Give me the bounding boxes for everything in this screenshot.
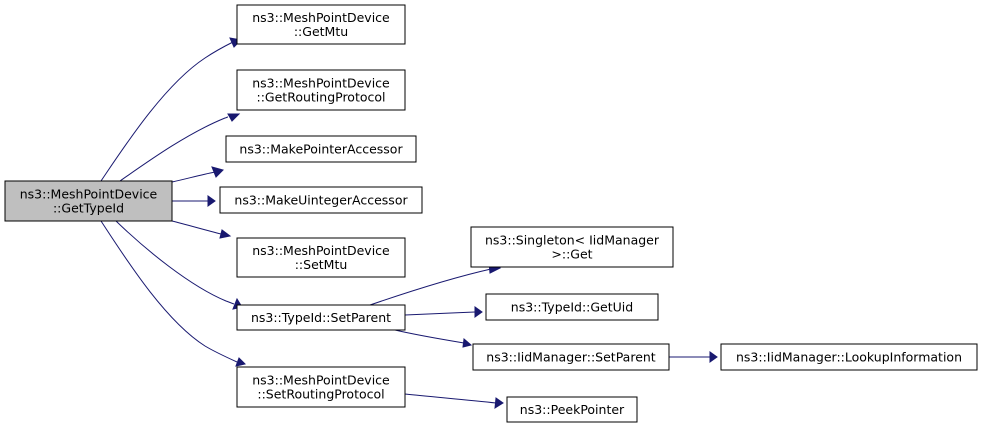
node-label: ns3::TypeId::SetParent bbox=[251, 310, 391, 325]
arrowhead-icon bbox=[462, 338, 473, 348]
arrowhead-icon bbox=[211, 166, 224, 178]
node-box bbox=[225, 135, 417, 163]
edge-root-to-getmtu bbox=[100, 37, 243, 182]
edge-root-to-makeuint bbox=[172, 195, 216, 207]
edge-line bbox=[171, 220, 222, 235]
node-label: ns3::MeshPointDevice bbox=[252, 10, 390, 25]
node-label: ns3::MakeUintegerAccessor bbox=[234, 193, 408, 208]
node-label: ::SetMtu bbox=[295, 257, 348, 272]
node-box bbox=[236, 4, 406, 45]
node-box bbox=[236, 366, 406, 408]
node-box bbox=[219, 186, 423, 214]
edge-line bbox=[404, 393, 497, 404]
node-setmtu[interactable]: ns3::MeshPointDevice::SetMtu bbox=[236, 237, 406, 278]
edge-root-to-setrouting bbox=[100, 220, 246, 367]
arrowhead-icon bbox=[494, 397, 504, 409]
node-makeuint[interactable]: ns3::MakeUintegerAccessor bbox=[219, 186, 423, 214]
node-label: ::SetRoutingProtocol bbox=[257, 387, 384, 402]
node-box bbox=[720, 343, 978, 371]
node-lookup[interactable]: ns3::IidManager::LookupInformation bbox=[720, 343, 978, 371]
node-makeptr[interactable]: ns3::MakePointerAccessor bbox=[225, 135, 417, 163]
edges-layer bbox=[100, 37, 718, 409]
node-label: ::GetRoutingProtocol bbox=[257, 90, 386, 105]
node-label: >::Get bbox=[551, 247, 592, 262]
edge-root-to-getrouting bbox=[119, 113, 241, 182]
node-label: ns3::IidManager::SetParent bbox=[486, 350, 656, 365]
edge-line bbox=[100, 41, 234, 182]
arrowhead-icon bbox=[207, 195, 216, 207]
arrowhead-icon bbox=[474, 306, 483, 318]
arrowhead-icon bbox=[227, 113, 241, 122]
node-box bbox=[236, 69, 406, 111]
node-setrouting[interactable]: ns3::MeshPointDevice::SetRoutingProtocol bbox=[236, 366, 406, 408]
edge-line bbox=[119, 116, 229, 182]
node-singleton[interactable]: ns3::Singleton< IidManager >::Get bbox=[470, 226, 674, 268]
node-label: ns3::Singleton< IidManager bbox=[485, 233, 660, 248]
edge-line bbox=[394, 329, 465, 344]
node-box bbox=[485, 293, 659, 321]
node-label: ns3::MeshPointDevice bbox=[252, 243, 390, 258]
node-box bbox=[236, 237, 406, 278]
edge-line bbox=[100, 220, 238, 363]
edge-setparent-to-getuid bbox=[404, 306, 483, 318]
node-getrouting[interactable]: ns3::MeshPointDevice::GetRoutingProtocol bbox=[236, 69, 406, 111]
node-label: ns3::IidManager::LookupInformation bbox=[736, 350, 962, 365]
node-label: ns3::PeekPointer bbox=[520, 402, 625, 417]
node-box bbox=[236, 304, 406, 331]
edge-root-to-makeptr bbox=[171, 166, 224, 183]
node-box bbox=[506, 396, 638, 423]
arrowhead-icon bbox=[235, 357, 246, 367]
edge-iidsetparent-to-lookup bbox=[669, 351, 718, 363]
edge-line bbox=[115, 220, 235, 305]
node-label: ::GetMtu bbox=[294, 24, 348, 39]
node-label: ::GetTypeId bbox=[53, 201, 124, 216]
node-label: ns3::MakePointerAccessor bbox=[239, 142, 403, 157]
node-label: ns3::MeshPointDevice bbox=[252, 76, 390, 91]
edge-line bbox=[404, 311, 476, 316]
edge-setparent-to-iidsetparent bbox=[394, 329, 473, 348]
arrowhead-icon bbox=[219, 229, 232, 239]
node-box bbox=[472, 343, 670, 371]
node-label: ns3::MeshPointDevice bbox=[252, 373, 390, 388]
node-peek[interactable]: ns3::PeekPointer bbox=[506, 396, 638, 423]
node-setparent[interactable]: ns3::TypeId::SetParent bbox=[236, 304, 406, 331]
node-label: ns3::TypeId::GetUid bbox=[511, 300, 633, 315]
edge-root-to-setmtu bbox=[171, 220, 232, 239]
node-box bbox=[4, 180, 173, 222]
node-root: ns3::MeshPointDevice::GetTypeId bbox=[4, 180, 173, 222]
node-box bbox=[470, 226, 674, 268]
node-label: ns3::MeshPointDevice bbox=[20, 187, 158, 202]
node-iidsetparent[interactable]: ns3::IidManager::SetParent bbox=[472, 343, 670, 371]
edge-setrouting-to-peek bbox=[404, 393, 504, 409]
node-getmtu[interactable]: ns3::MeshPointDevice::GetMtu bbox=[236, 4, 406, 45]
arrowhead-icon bbox=[709, 351, 718, 363]
nodes-layer: ns3::MeshPointDevice::GetTypeIdns3::Mesh… bbox=[4, 4, 978, 423]
node-getuid[interactable]: ns3::TypeId::GetUid bbox=[485, 293, 659, 321]
edge-line bbox=[171, 171, 216, 183]
